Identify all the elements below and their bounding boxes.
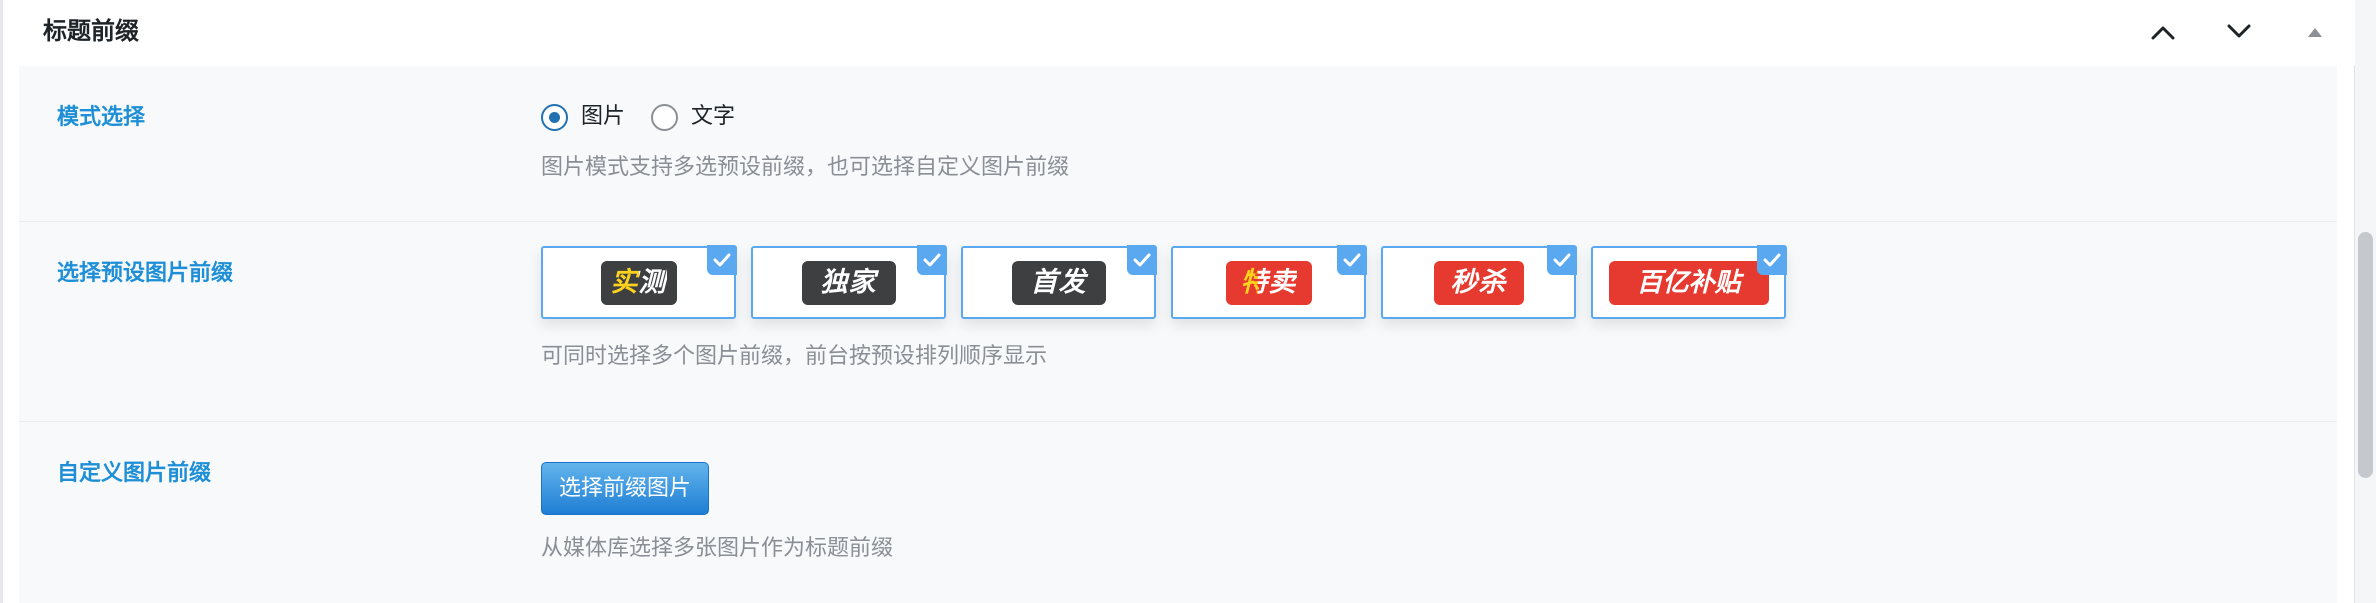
preset-tile-shoufa[interactable]: 首发 [961, 245, 1157, 319]
prefix-badge-text: 特卖 [1241, 261, 1297, 305]
prefix-badge: 百亿补贴 [1608, 260, 1769, 305]
collapse-toggle[interactable] [2295, 14, 2335, 50]
preset-tile-dujia[interactable]: 独家 [751, 245, 947, 319]
panel-header: 标题前缀 [3, 0, 2355, 66]
mode-option-text[interactable]: 文字 [651, 102, 735, 132]
prefix-badge: 首发 [1011, 260, 1106, 305]
preset-tile-shice[interactable]: 实测 [541, 245, 737, 319]
preset-tile-temai[interactable]: 特卖 [1171, 245, 1367, 319]
page-edge [0, 0, 3, 603]
check-icon [1547, 245, 1577, 275]
mode-row: 模式选择 图片 文字 图片模式支持多选预设前缀，也可选择自定义图片前缀 [19, 66, 2337, 222]
prefix-badge-text: 实测 [611, 261, 667, 305]
radio-unchecked-icon[interactable] [651, 103, 679, 131]
preset-label: 选择预设图片前缀 [57, 261, 234, 286]
check-icon [1757, 245, 1787, 275]
preset-prefix-list: 实测 独家 首发 [541, 245, 1801, 319]
panel-body: 模式选择 图片 文字 图片模式支持多选预设前缀，也可选择自定义图片前缀 选择预设… [19, 66, 2337, 603]
prefix-badge-text: 独家 [820, 266, 877, 298]
check-icon [917, 245, 947, 275]
check-icon [1127, 245, 1157, 275]
preset-tile-baiyibutie[interactable]: 百亿补贴 [1591, 245, 1787, 319]
check-icon [707, 245, 737, 275]
mode-option-image[interactable]: 图片 [541, 102, 625, 132]
scrollbar-thumb[interactable] [2358, 232, 2373, 478]
prefix-badge: 秒杀 [1433, 260, 1524, 305]
radio-checked-icon[interactable] [541, 103, 568, 131]
prefix-badge-text: 首发 [1030, 266, 1087, 298]
mode-option-label: 图片 [581, 104, 626, 129]
preset-help-text: 可同时选择多个图片前缀，前台按预设排列顺序显示 [541, 344, 1048, 369]
scrollbar[interactable] [2355, 0, 2376, 603]
select-prefix-image-button[interactable]: 选择前缀图片 [541, 462, 710, 515]
mode-option-label: 文字 [691, 104, 736, 129]
custom-row: 自定义图片前缀 选择前缀图片 从媒体库选择多张图片作为标题前缀 [19, 422, 2337, 603]
prefix-badge-text: 秒杀 [1450, 266, 1507, 298]
caret-up-icon [2308, 28, 2322, 37]
panel-title: 标题前缀 [43, 17, 139, 45]
move-down-button[interactable] [2219, 14, 2259, 50]
title-prefix-panel: 标题前缀 模式选择 图片 [3, 0, 2355, 603]
preset-tile-miaosha[interactable]: 秒杀 [1381, 245, 1577, 319]
prefix-badge: 特卖 [1225, 260, 1312, 305]
mode-label: 模式选择 [57, 105, 146, 130]
chevron-down-icon [2227, 24, 2251, 38]
mode-radio-group: 图片 文字 [541, 100, 761, 134]
move-up-button[interactable] [2143, 14, 2183, 50]
prefix-badge: 独家 [801, 260, 896, 305]
chevron-up-icon [2151, 26, 2175, 40]
custom-help-text: 从媒体库选择多张图片作为标题前缀 [541, 536, 894, 561]
prefix-badge-text: 百亿补贴 [1636, 267, 1741, 298]
custom-label: 自定义图片前缀 [57, 461, 212, 486]
check-icon [1337, 245, 1367, 275]
mode-help-text: 图片模式支持多选预设前缀，也可选择自定义图片前缀 [541, 155, 1070, 180]
preset-row: 选择预设图片前缀 实测 独家 [19, 222, 2337, 422]
prefix-badge: 实测 [600, 260, 677, 305]
